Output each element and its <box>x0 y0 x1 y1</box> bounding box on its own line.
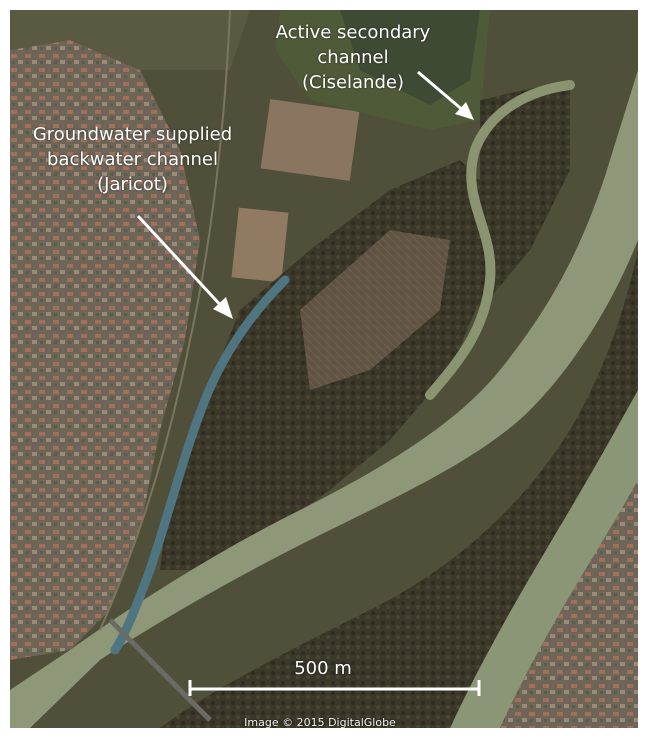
urban-area <box>10 40 200 660</box>
secondary-channel-label: Active secondary channel (Ciselande) <box>253 20 453 95</box>
scale-bar <box>188 680 481 696</box>
bridge <box>108 618 212 722</box>
satellite-image: Active secondary channel (Ciselande) Gro… <box>10 10 638 728</box>
arrow-icon <box>136 214 233 319</box>
label-line: Groundwater supplied <box>32 124 233 145</box>
secondary-channel <box>425 80 575 400</box>
field-parcel <box>231 207 289 283</box>
label-line: channel <box>317 47 389 68</box>
main-river <box>10 70 638 728</box>
image-credit: Image © 2015 DigitalGlobe <box>244 716 396 728</box>
arrow-icon <box>417 70 474 120</box>
field-parcel <box>260 99 360 181</box>
dark-lake <box>340 10 480 105</box>
label-line: (Jaricot) <box>97 174 168 195</box>
lower-forest <box>160 250 638 728</box>
backwater-channel <box>110 275 290 655</box>
cleared-forest-zone <box>300 230 450 390</box>
label-line: Active secondary <box>275 22 431 43</box>
urban-area-southeast <box>500 480 638 728</box>
backwater-channel-label: Groundwater supplied backwater channel (… <box>10 122 255 197</box>
label-line: (Ciselande) <box>301 72 404 93</box>
urban-area-north <box>10 10 250 70</box>
aerial-map <box>10 10 638 728</box>
scale-bar-label: 500 m <box>294 658 352 679</box>
road <box>99 10 231 631</box>
lower-river <box>450 390 638 728</box>
label-line: backwater channel <box>46 149 218 170</box>
